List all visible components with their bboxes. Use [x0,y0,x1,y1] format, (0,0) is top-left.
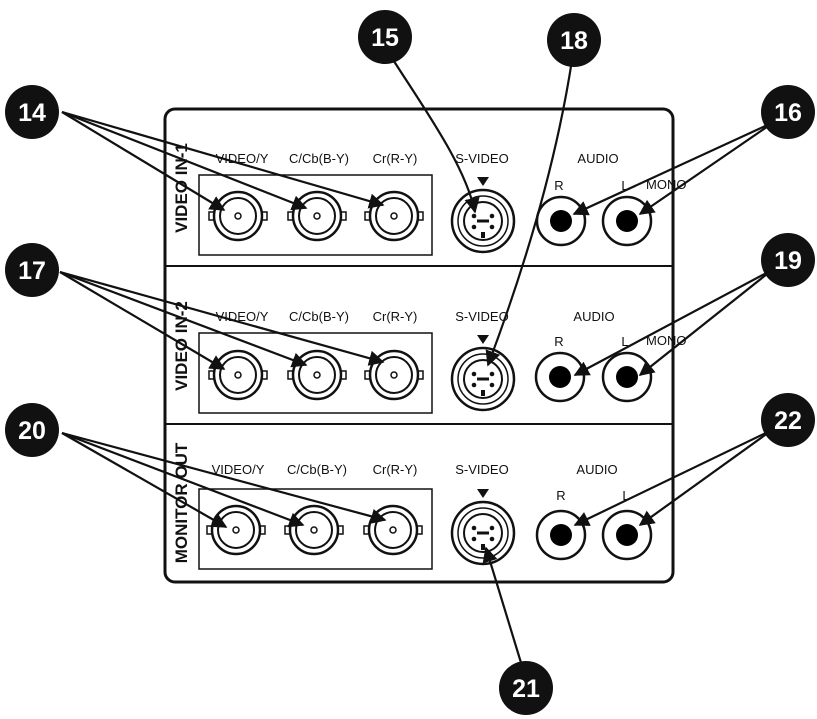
label-s-video: S-VIDEO [455,151,508,166]
label-audio: AUDIO [576,462,617,477]
section-label-video-in-1: VIDEO IN-1 [172,143,191,233]
s-video-jack[interactable] [450,500,516,566]
leader-lines [59,54,775,667]
bnc-video-y-jack[interactable] [208,190,268,242]
audio-l-rca-jack[interactable] [601,351,653,403]
callout-14-number: 14 [18,99,46,127]
callout-18: 18 [547,13,601,67]
label-cb: C/Cb(B-Y) [289,151,349,166]
s-video-jack[interactable] [450,346,516,412]
callout-21-number: 21 [512,675,540,703]
label-cr: Cr(R-Y) [373,309,418,324]
callout-16: 16 [761,85,815,139]
label-video-y: VIDEO/Y [212,462,265,477]
callout-20: 20 [5,403,59,457]
callout-17: 17 [5,243,59,297]
section-label-video-in-2: VIDEO IN-2 [172,301,191,391]
label-audio-r: R [556,488,565,503]
callout-19-number: 19 [774,247,802,275]
label-audio-r: R [554,334,563,349]
s-video-orientation-marker-icon [477,335,489,344]
label-cb: C/Cb(B-Y) [289,309,349,324]
s-video-orientation-marker-icon [477,489,489,498]
callout-15: 15 [358,10,412,64]
s-video-orientation-marker-icon [477,177,489,186]
component-group-box [198,174,433,256]
callout-16-number: 16 [774,99,802,127]
label-audio-l: L [621,334,628,349]
label-video-y: VIDEO/Y [216,309,269,324]
label-audio-l: L [621,178,628,193]
label-cr: Cr(R-Y) [373,151,418,166]
callout-21: 21 [499,661,553,715]
audio-l-rca-jack[interactable] [601,195,653,247]
label-audio: AUDIO [577,151,618,166]
callout-20-number: 20 [18,417,46,445]
row-video-in-1: VIDEO IN-1 VIDEO/Y C/Cb(B-Y) Cr(R-Y) S-V… [172,143,686,256]
callout-19: 19 [761,233,815,287]
row-video-in-2: VIDEO IN-2 VIDEO/Y C/Cb(B-Y) Cr(R-Y) S-V… [172,301,686,414]
component-group-box [198,488,433,570]
callout-17-number: 17 [18,257,46,285]
callout-14: 14 [5,85,59,139]
callout-22: 22 [761,393,815,447]
label-audio-r: R [554,178,563,193]
callout-18-number: 18 [560,27,588,55]
label-audio-l: L [622,488,629,503]
audio-r-rca-jack[interactable] [534,351,586,403]
callout-22-number: 22 [774,407,802,435]
component-group-box [198,332,433,414]
audio-l-rca-jack[interactable] [601,509,653,561]
row-monitor-out: MONITOR OUT VIDEO/Y C/Cb(B-Y) Cr(R-Y) S-… [172,442,653,570]
label-mono: MONO [646,333,686,348]
label-s-video: S-VIDEO [455,309,508,324]
s-video-jack[interactable] [450,188,516,254]
audio-r-rca-jack[interactable] [535,509,587,561]
audio-r-rca-jack[interactable] [535,195,587,247]
label-cb: C/Cb(B-Y) [287,462,347,477]
label-s-video: S-VIDEO [455,462,508,477]
label-cr: Cr(R-Y) [373,462,418,477]
callout-15-number: 15 [371,24,399,52]
label-video-y: VIDEO/Y [216,151,269,166]
label-audio: AUDIO [573,309,614,324]
bnc-video-y-jack[interactable] [208,349,268,401]
